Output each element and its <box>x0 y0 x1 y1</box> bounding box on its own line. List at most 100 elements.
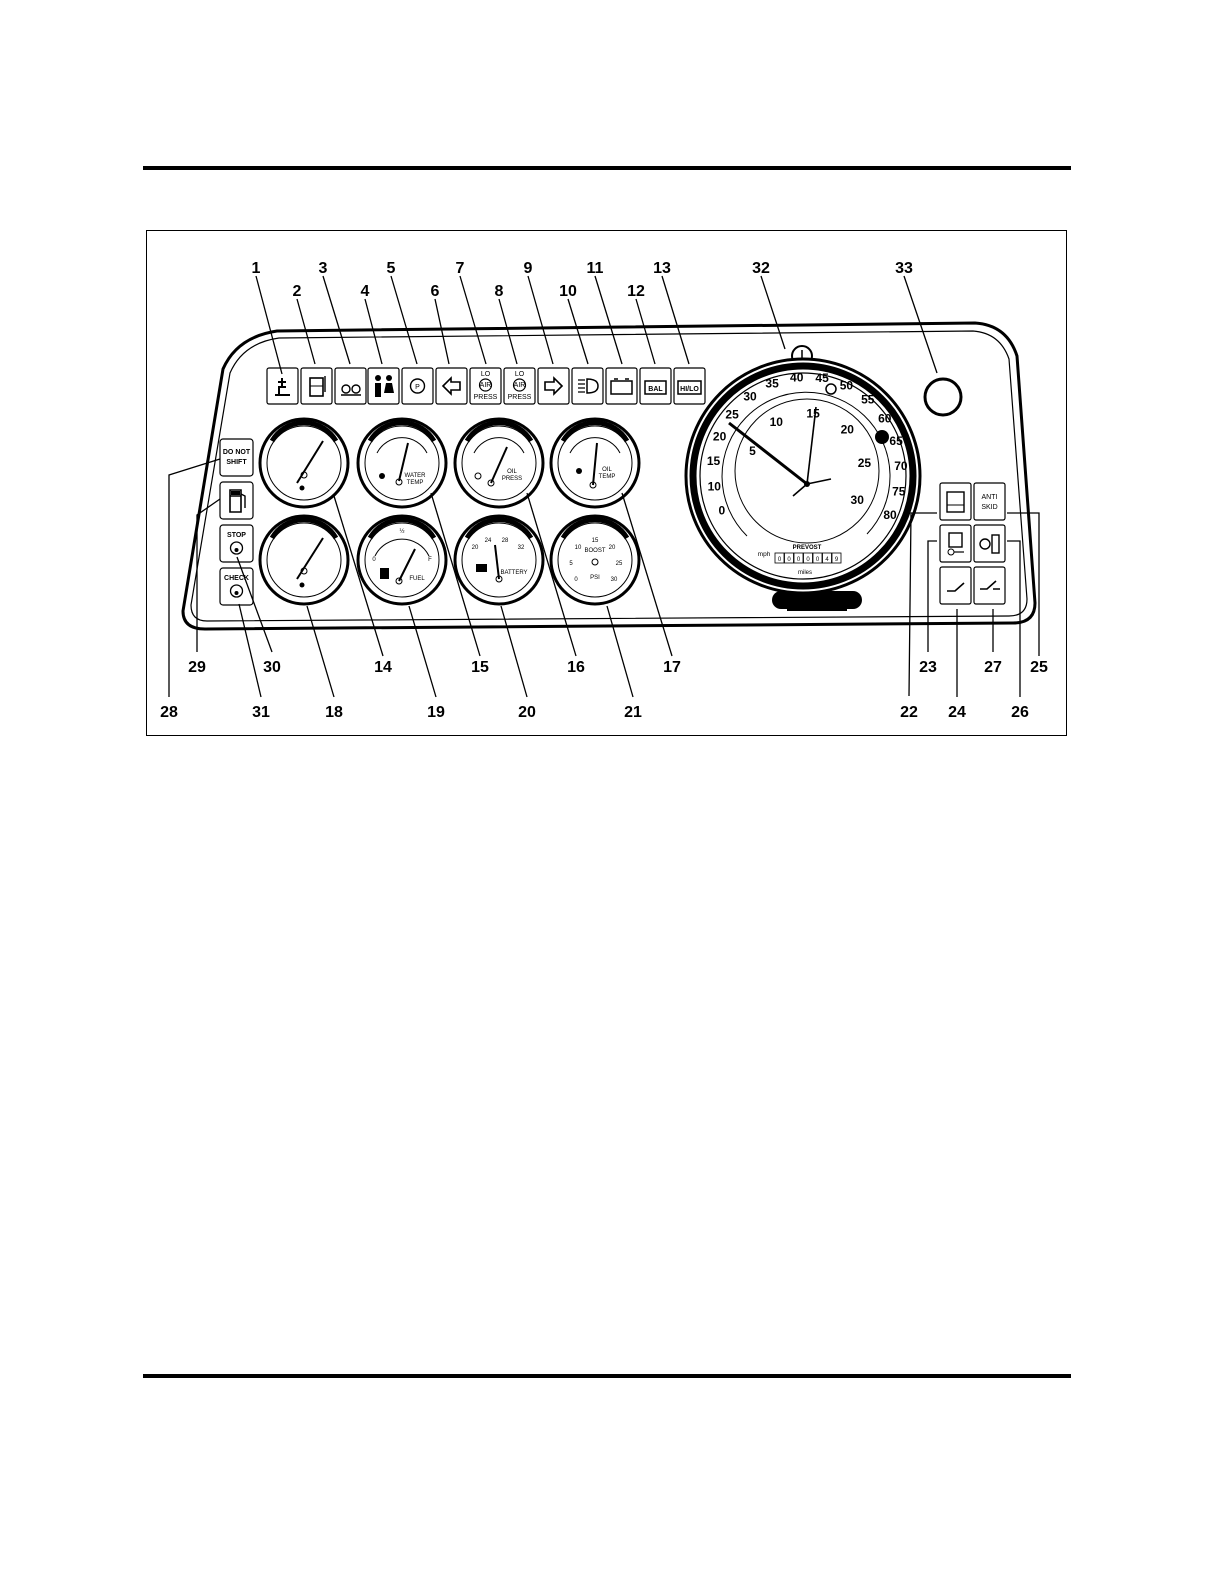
callout-13: 13 <box>653 260 671 277</box>
callout-8: 8 <box>495 283 504 300</box>
callout-16: 16 <box>567 659 585 676</box>
outer-scale-label: 50 <box>840 379 854 393</box>
warning-lamp-row: P LO AIR PRESS LO AIR PRESS <box>266 367 706 405</box>
water-temp-label-2: TEMP <box>407 480 424 486</box>
lamp-10 <box>571 367 604 405</box>
callout-30: 30 <box>263 659 281 676</box>
odometer-digit: 0 <box>806 557 810 563</box>
outer-scale-label: 55 <box>861 392 875 406</box>
lamp-7-label-press: PRESS <box>474 394 498 401</box>
boost-scale-25: 25 <box>616 561 623 567</box>
dashboard-inner-outline <box>190 330 1028 622</box>
odometer-digit-box <box>822 552 832 564</box>
battery-icon <box>476 564 487 572</box>
switch-26 <box>973 524 1006 563</box>
instrument-panel-figure: P LO AIR PRESS LO AIR PRESS <box>146 230 1067 736</box>
inner-scale-label: 20 <box>841 422 855 436</box>
boost-scale-20: 20 <box>609 545 616 551</box>
callout-18: 18 <box>325 704 343 721</box>
callout-21: 21 <box>624 704 642 721</box>
odometer-digit-box <box>803 552 813 564</box>
odometer-digit: 0 <box>797 557 801 563</box>
callout-22: 22 <box>900 704 918 721</box>
fuel-mark-full: F <box>428 557 432 563</box>
stop-engine-lamp: STOP <box>219 524 254 563</box>
outer-scale-label: 45 <box>815 371 829 385</box>
callout-4: 4 <box>361 283 370 300</box>
callout-24: 24 <box>948 704 966 721</box>
battery-scale-20: 20 <box>472 545 479 551</box>
lamp-7-label-air: AIR <box>480 382 492 389</box>
lamp-8-label-air: AIR <box>514 382 526 389</box>
odometer-digit: 0 <box>778 557 782 563</box>
left-lamp-column: DO NOT SHIFT STOP CHECK <box>219 438 254 606</box>
stop-lamp-text: STOP <box>227 532 246 539</box>
callout-19: 19 <box>427 704 445 721</box>
boost-scale-15: 15 <box>592 538 599 544</box>
lamp-7: LO AIR PRESS <box>469 367 502 405</box>
boost-scale-10: 10 <box>575 545 582 551</box>
odometer-digit: 0 <box>787 557 791 563</box>
callout-10: 10 <box>559 283 577 300</box>
fuel-pump-lamp <box>219 481 254 520</box>
switch-27 <box>973 566 1006 605</box>
outer-scale-label: 60 <box>878 411 892 425</box>
footer-rule <box>143 1374 1071 1378</box>
anti-skid-text-1: ANTI <box>982 494 998 501</box>
fuel-mark-empty: 0 <box>372 557 376 563</box>
gauge-15-water-temp: WATER TEMP <box>356 417 448 509</box>
lamp-5: P <box>401 367 434 405</box>
outer-scale-label: 70 <box>894 459 908 473</box>
lamp-3 <box>334 367 367 405</box>
callout-27: 27 <box>984 659 1002 676</box>
lamp-4 <box>367 367 400 405</box>
outer-scale-label: 10 <box>708 480 722 494</box>
odometer-digit-box <box>774 552 785 564</box>
lamp-11 <box>605 367 638 405</box>
fuel-gauge-label: FUEL <box>409 576 425 582</box>
boost-scale-30: 30 <box>611 577 618 583</box>
do-not-shift-lamp: DO NOT SHIFT <box>219 438 254 477</box>
gauge-14 <box>258 417 350 509</box>
outer-scale-label: 25 <box>725 407 739 421</box>
callout-6: 6 <box>431 283 440 300</box>
battery-scale-28: 28 <box>502 538 509 544</box>
callout-28: 28 <box>160 704 178 721</box>
callout-20: 20 <box>518 704 536 721</box>
callout-26: 26 <box>1011 704 1029 721</box>
inner-scale-label: 15 <box>806 406 820 420</box>
callout-2: 2 <box>293 283 302 300</box>
header-rule <box>143 166 1071 170</box>
gauge-19-fuel: 0 ½ F FUEL <box>356 514 448 606</box>
callout-3: 3 <box>319 260 328 277</box>
lamp-8-label-lo: LO <box>515 371 525 378</box>
callout-31: 31 <box>252 704 270 721</box>
svg-text:P: P <box>415 384 420 391</box>
outer-scale-label: 65 <box>889 434 903 448</box>
callout-17: 17 <box>663 659 681 676</box>
oil-press-label-2: PRESS <box>502 476 522 482</box>
lamp-13-label: HI/LO <box>680 386 699 393</box>
callout-33: 33 <box>895 260 913 277</box>
outer-scale-label: 15 <box>707 454 721 468</box>
oil-temp-label-1: OIL <box>602 467 612 473</box>
odometer-digit-box <box>812 552 823 564</box>
lamp-1 <box>266 367 299 405</box>
water-temp-label-1: WATER <box>405 473 427 479</box>
fuel-pump-icon <box>229 489 242 513</box>
gauge-18 <box>258 514 350 606</box>
battery-scale-24: 24 <box>485 538 492 544</box>
switch-24 <box>939 566 972 605</box>
odometer-digit-box <box>784 552 794 564</box>
callout-leaders <box>168 275 1040 698</box>
outer-scale-label: 75 <box>892 484 906 498</box>
callout-5: 5 <box>387 260 396 277</box>
callout-12: 12 <box>627 283 645 300</box>
oil-temp-label-2: TEMP <box>599 474 616 480</box>
outer-scale-label: 80 <box>883 508 897 522</box>
lamp-9 <box>537 367 570 405</box>
lamp-6 <box>435 367 468 405</box>
